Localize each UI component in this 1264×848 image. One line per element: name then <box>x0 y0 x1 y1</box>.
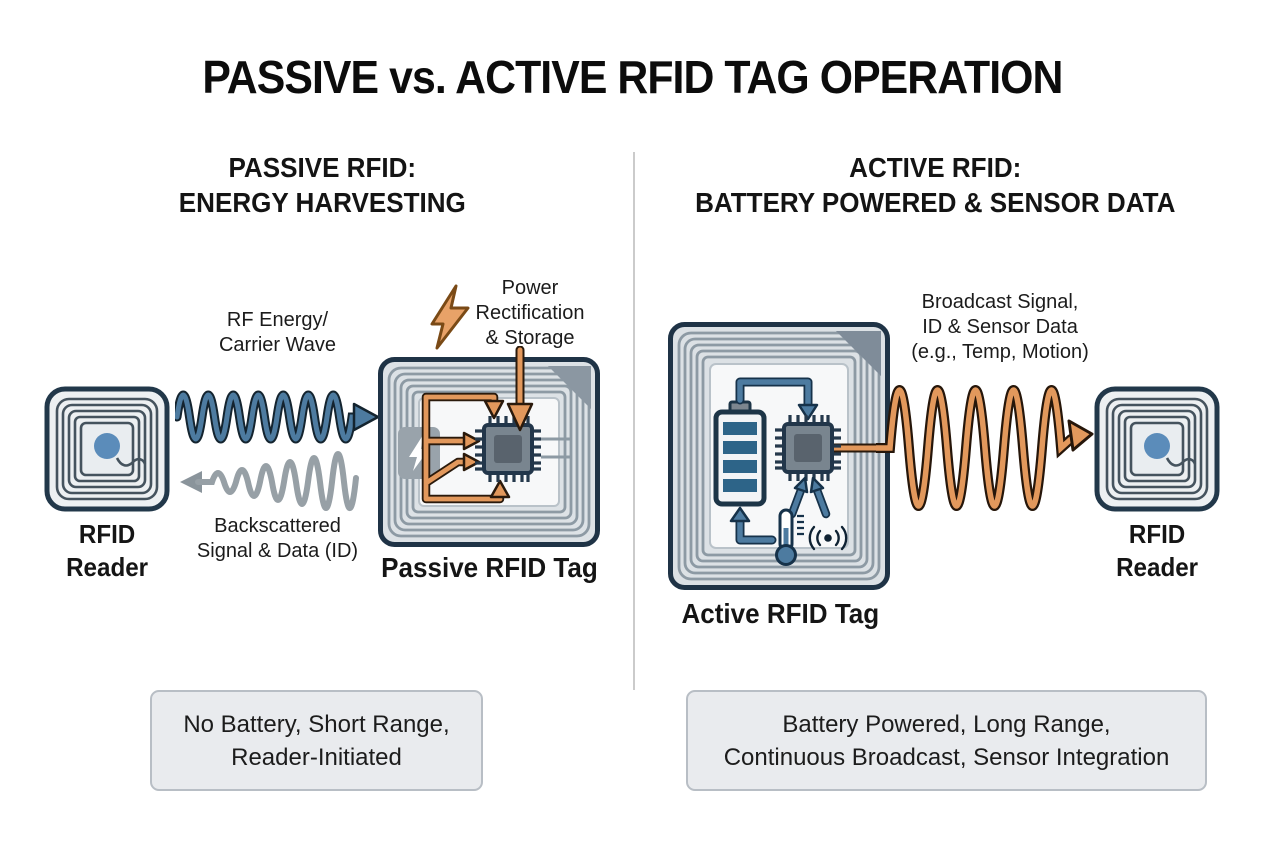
rfid-reader-icon <box>1094 386 1220 512</box>
passive-rfid-tag-icon <box>378 357 600 547</box>
active-header-text: ACTIVE RFID: BATTERY POWERED & SENSOR DA… <box>694 152 1176 218</box>
passive-summary-box: No Battery, Short Range, Reader-Initiate… <box>150 690 483 791</box>
active-tag-label: Active RFID Tag <box>655 598 905 630</box>
passive-header-text: PASSIVE RFID: ENERGY HARVESTING <box>178 152 466 218</box>
rfid-reader-icon <box>44 386 170 512</box>
carrier-wave-label: RF Energy/ Carrier Wave <box>218 309 337 356</box>
broadcast-wave-arrow <box>876 378 1096 518</box>
power-rectification-label: Power Rectification & Storage <box>475 277 585 349</box>
right-reader-label: RFID Reader <box>1088 518 1226 584</box>
page-title-text: PASSIVE vs. ACTIVE RFID TAG OPERATION <box>201 51 1063 103</box>
chip-icon <box>775 415 841 481</box>
passive-tag-label: Passive RFID Tag <box>368 552 610 584</box>
left-reader-label-text: RFID Reader <box>66 519 148 582</box>
passive-summary-text: No Battery, Short Range, Reader-Initiate… <box>183 710 450 771</box>
active-tag-label-text: Active RFID Tag <box>681 598 879 629</box>
backscatter-wave-arrow <box>176 450 376 514</box>
battery-to-chip-arrow <box>735 377 819 421</box>
battery-icon <box>713 400 767 507</box>
sensor-to-battery-arrow <box>729 506 777 545</box>
right-reader-label-text: RFID Reader <box>1116 519 1198 582</box>
harvest-arrows <box>421 392 511 504</box>
chip-icon <box>475 416 541 482</box>
motion-sensor-icon <box>808 525 848 551</box>
left-reader-label: RFID Reader <box>38 518 176 584</box>
power-down-arrow <box>503 346 537 434</box>
passive-tag-label-text: Passive RFID Tag <box>380 552 598 583</box>
passive-section-header: PASSIVE RFID: ENERGY HARVESTING <box>92 150 552 220</box>
active-rfid-tag-icon <box>668 322 890 590</box>
broadcast-label: Broadcast Signal, ID & Sensor Data (e.g.… <box>911 291 1089 363</box>
rf-carrier-wave-arrow <box>175 381 381 453</box>
active-summary-text: Battery Powered, Long Range, Continuous … <box>723 710 1170 771</box>
thermometer-icon <box>775 508 804 566</box>
page-title: PASSIVE vs. ACTIVE RFID TAG OPERATION <box>0 50 1264 104</box>
active-summary-box: Battery Powered, Long Range, Continuous … <box>686 690 1207 791</box>
active-section-header: ACTIVE RFID: BATTERY POWERED & SENSOR DA… <box>670 150 1200 220</box>
lightning-bolt-icon <box>428 284 472 352</box>
backscatter-label: Backscattered Signal & Data (ID) <box>196 515 359 562</box>
section-divider <box>633 152 635 690</box>
sensor-to-chip-arrows <box>787 476 831 519</box>
